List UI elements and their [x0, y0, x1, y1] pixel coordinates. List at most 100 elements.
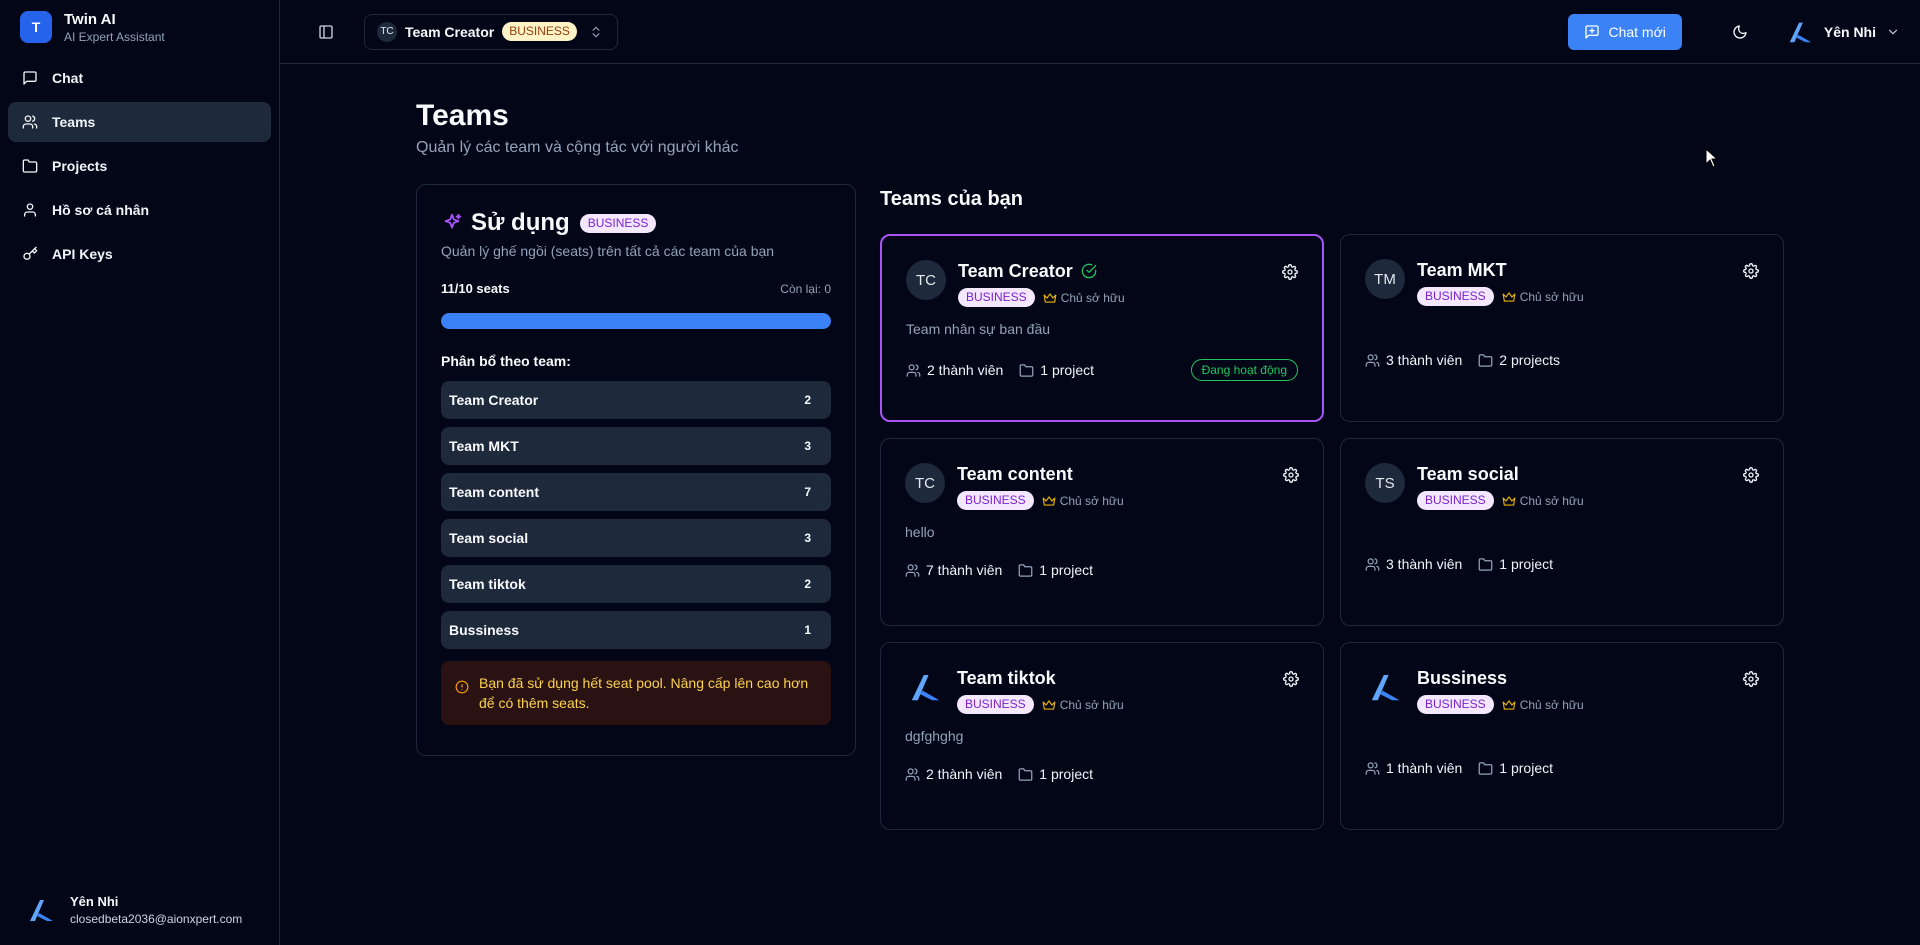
brand[interactable]: T Twin AI AI Expert Assistant — [0, 0, 279, 54]
team-projects: 1 project — [1018, 562, 1093, 578]
alert-circle-icon — [455, 680, 469, 694]
panel-left-icon — [319, 24, 333, 39]
chevrons-up-down-icon — [589, 25, 603, 39]
gear-icon — [1743, 263, 1759, 279]
team-switcher-name: Team Creator — [405, 23, 495, 40]
user-email: closedbeta2036@aionxpert.com — [70, 912, 243, 926]
page-title: Teams — [416, 99, 509, 132]
usage-title: Sử dụng — [471, 209, 570, 236]
chevron-down-icon — [1888, 29, 1898, 34]
users-icon — [1365, 761, 1380, 775]
plan-badge: BUSINESS — [957, 695, 1034, 714]
team-description: Team nhân sự ban đầu — [906, 321, 1051, 337]
brand-subtitle: AI Expert Assistant — [64, 29, 165, 44]
crown-icon — [1042, 699, 1056, 710]
sidebar-item-label: Teams — [52, 114, 96, 130]
team-projects: 2 projects — [1478, 352, 1560, 368]
owner-role: Chủ sở hữu — [1502, 290, 1584, 304]
team-avatar — [905, 667, 945, 707]
plan-badge: BUSINESS — [1417, 695, 1494, 714]
team-members: 7 thành viên — [905, 562, 1002, 578]
check-circle-icon — [1081, 263, 1097, 279]
team-projects: 1 project — [1478, 556, 1553, 572]
sidebar-user[interactable]: Yên Nhi closedbeta2036@aionxpert.com — [0, 875, 279, 945]
folder-icon — [22, 158, 38, 174]
users-icon — [1365, 353, 1380, 367]
theme-toggle-button[interactable] — [1722, 14, 1758, 50]
team-name: Team MKT — [1417, 260, 1507, 280]
plan-badge: BUSINESS — [1417, 287, 1494, 306]
seats-remaining: Còn lại: 0 — [780, 281, 831, 296]
team-settings-button[interactable] — [1282, 264, 1298, 280]
brand-logo: T — [20, 11, 52, 43]
team-switcher-avatar: TC — [377, 21, 397, 42]
sidebar-item-label: API Keys — [52, 246, 113, 262]
team-switcher[interactable]: TC Team Creator BUSINESS — [364, 13, 618, 50]
team-name: Team Creator — [958, 261, 1073, 281]
owner-role: Chủ sở hữu — [1502, 494, 1584, 508]
sidebar-item-api-keys[interactable]: API Keys — [8, 234, 271, 274]
crown-icon — [1043, 292, 1057, 303]
team-description: dgfghghg — [905, 728, 964, 744]
new-chat-label: Chat mới — [1608, 23, 1666, 40]
sidebar-item-label: Projects — [52, 158, 108, 174]
seats-progress-bar — [441, 313, 831, 329]
team-avatar: TC — [906, 260, 946, 300]
gear-icon — [1283, 671, 1299, 687]
sidebar: T Twin AI AI Expert Assistant Chat Teams — [0, 0, 280, 945]
users-icon — [905, 563, 920, 577]
user-name: Yên Nhi — [70, 894, 119, 909]
account-menu-button[interactable]: Yên Nhi — [1786, 18, 1900, 46]
gear-icon — [1282, 264, 1298, 280]
team-avatar: TM — [1365, 259, 1405, 299]
aion-logo-icon — [30, 900, 53, 921]
new-chat-button[interactable]: Chat mới — [1568, 13, 1682, 50]
team-name: Team content — [957, 464, 1073, 484]
crown-icon — [1502, 699, 1516, 710]
team-description: hello — [905, 524, 935, 540]
team-settings-button[interactable] — [1743, 671, 1759, 687]
sidebar-item-profile[interactable]: Hồ sơ cá nhân — [8, 190, 271, 230]
seat-warning: Bạn đã sử dụng hết seat pool. Nâng cấp l… — [441, 661, 831, 725]
teams-heading: Teams của bạn — [880, 188, 1024, 210]
owner-role: Chủ sở hữu — [1042, 494, 1124, 508]
message-plus-icon — [1585, 24, 1600, 39]
team-projects: 1 project — [1018, 766, 1093, 782]
owner-role: Chủ sở hữu — [1502, 698, 1584, 712]
key-icon — [22, 246, 38, 262]
folder-icon — [1019, 363, 1034, 377]
moon-icon — [1733, 24, 1747, 39]
sidebar-item-teams[interactable]: Teams — [8, 102, 271, 142]
mouse-cursor-icon — [1705, 148, 1719, 168]
plan-badge: BUSINESS — [957, 491, 1034, 510]
plan-badge: BUSINESS — [579, 213, 657, 233]
sidebar-item-label: Chat — [52, 70, 84, 86]
users-icon — [905, 767, 920, 781]
brand-name: Twin AI — [64, 10, 116, 28]
team-members: 3 thành viên — [1365, 352, 1462, 368]
folder-icon — [1018, 767, 1033, 781]
team-members: 1 thành viên — [1365, 760, 1462, 776]
sidebar-toggle-button[interactable] — [312, 18, 340, 46]
team-projects: 1 project — [1019, 362, 1094, 378]
team-settings-button[interactable] — [1743, 263, 1759, 279]
team-settings-button[interactable] — [1283, 671, 1299, 687]
sparkles-icon — [444, 213, 462, 229]
gear-icon — [1743, 467, 1759, 483]
team-settings-button[interactable] — [1283, 467, 1299, 483]
seat-warning-text: Bạn đã sử dụng hết seat pool. Nâng cấp l… — [479, 675, 809, 711]
team-avatar: TC — [905, 463, 945, 503]
sidebar-item-projects[interactable]: Projects — [8, 146, 271, 186]
team-members: 2 thành viên — [905, 766, 1002, 782]
sidebar-item-chat[interactable]: Chat — [8, 58, 271, 98]
account-name: Yên Nhi — [1823, 23, 1876, 40]
team-card[interactable]: TM Team MKT BUSINESS Chủ sở hữu 3 thành viên… — [1340, 234, 1784, 422]
team-settings-button[interactable] — [1743, 467, 1759, 483]
